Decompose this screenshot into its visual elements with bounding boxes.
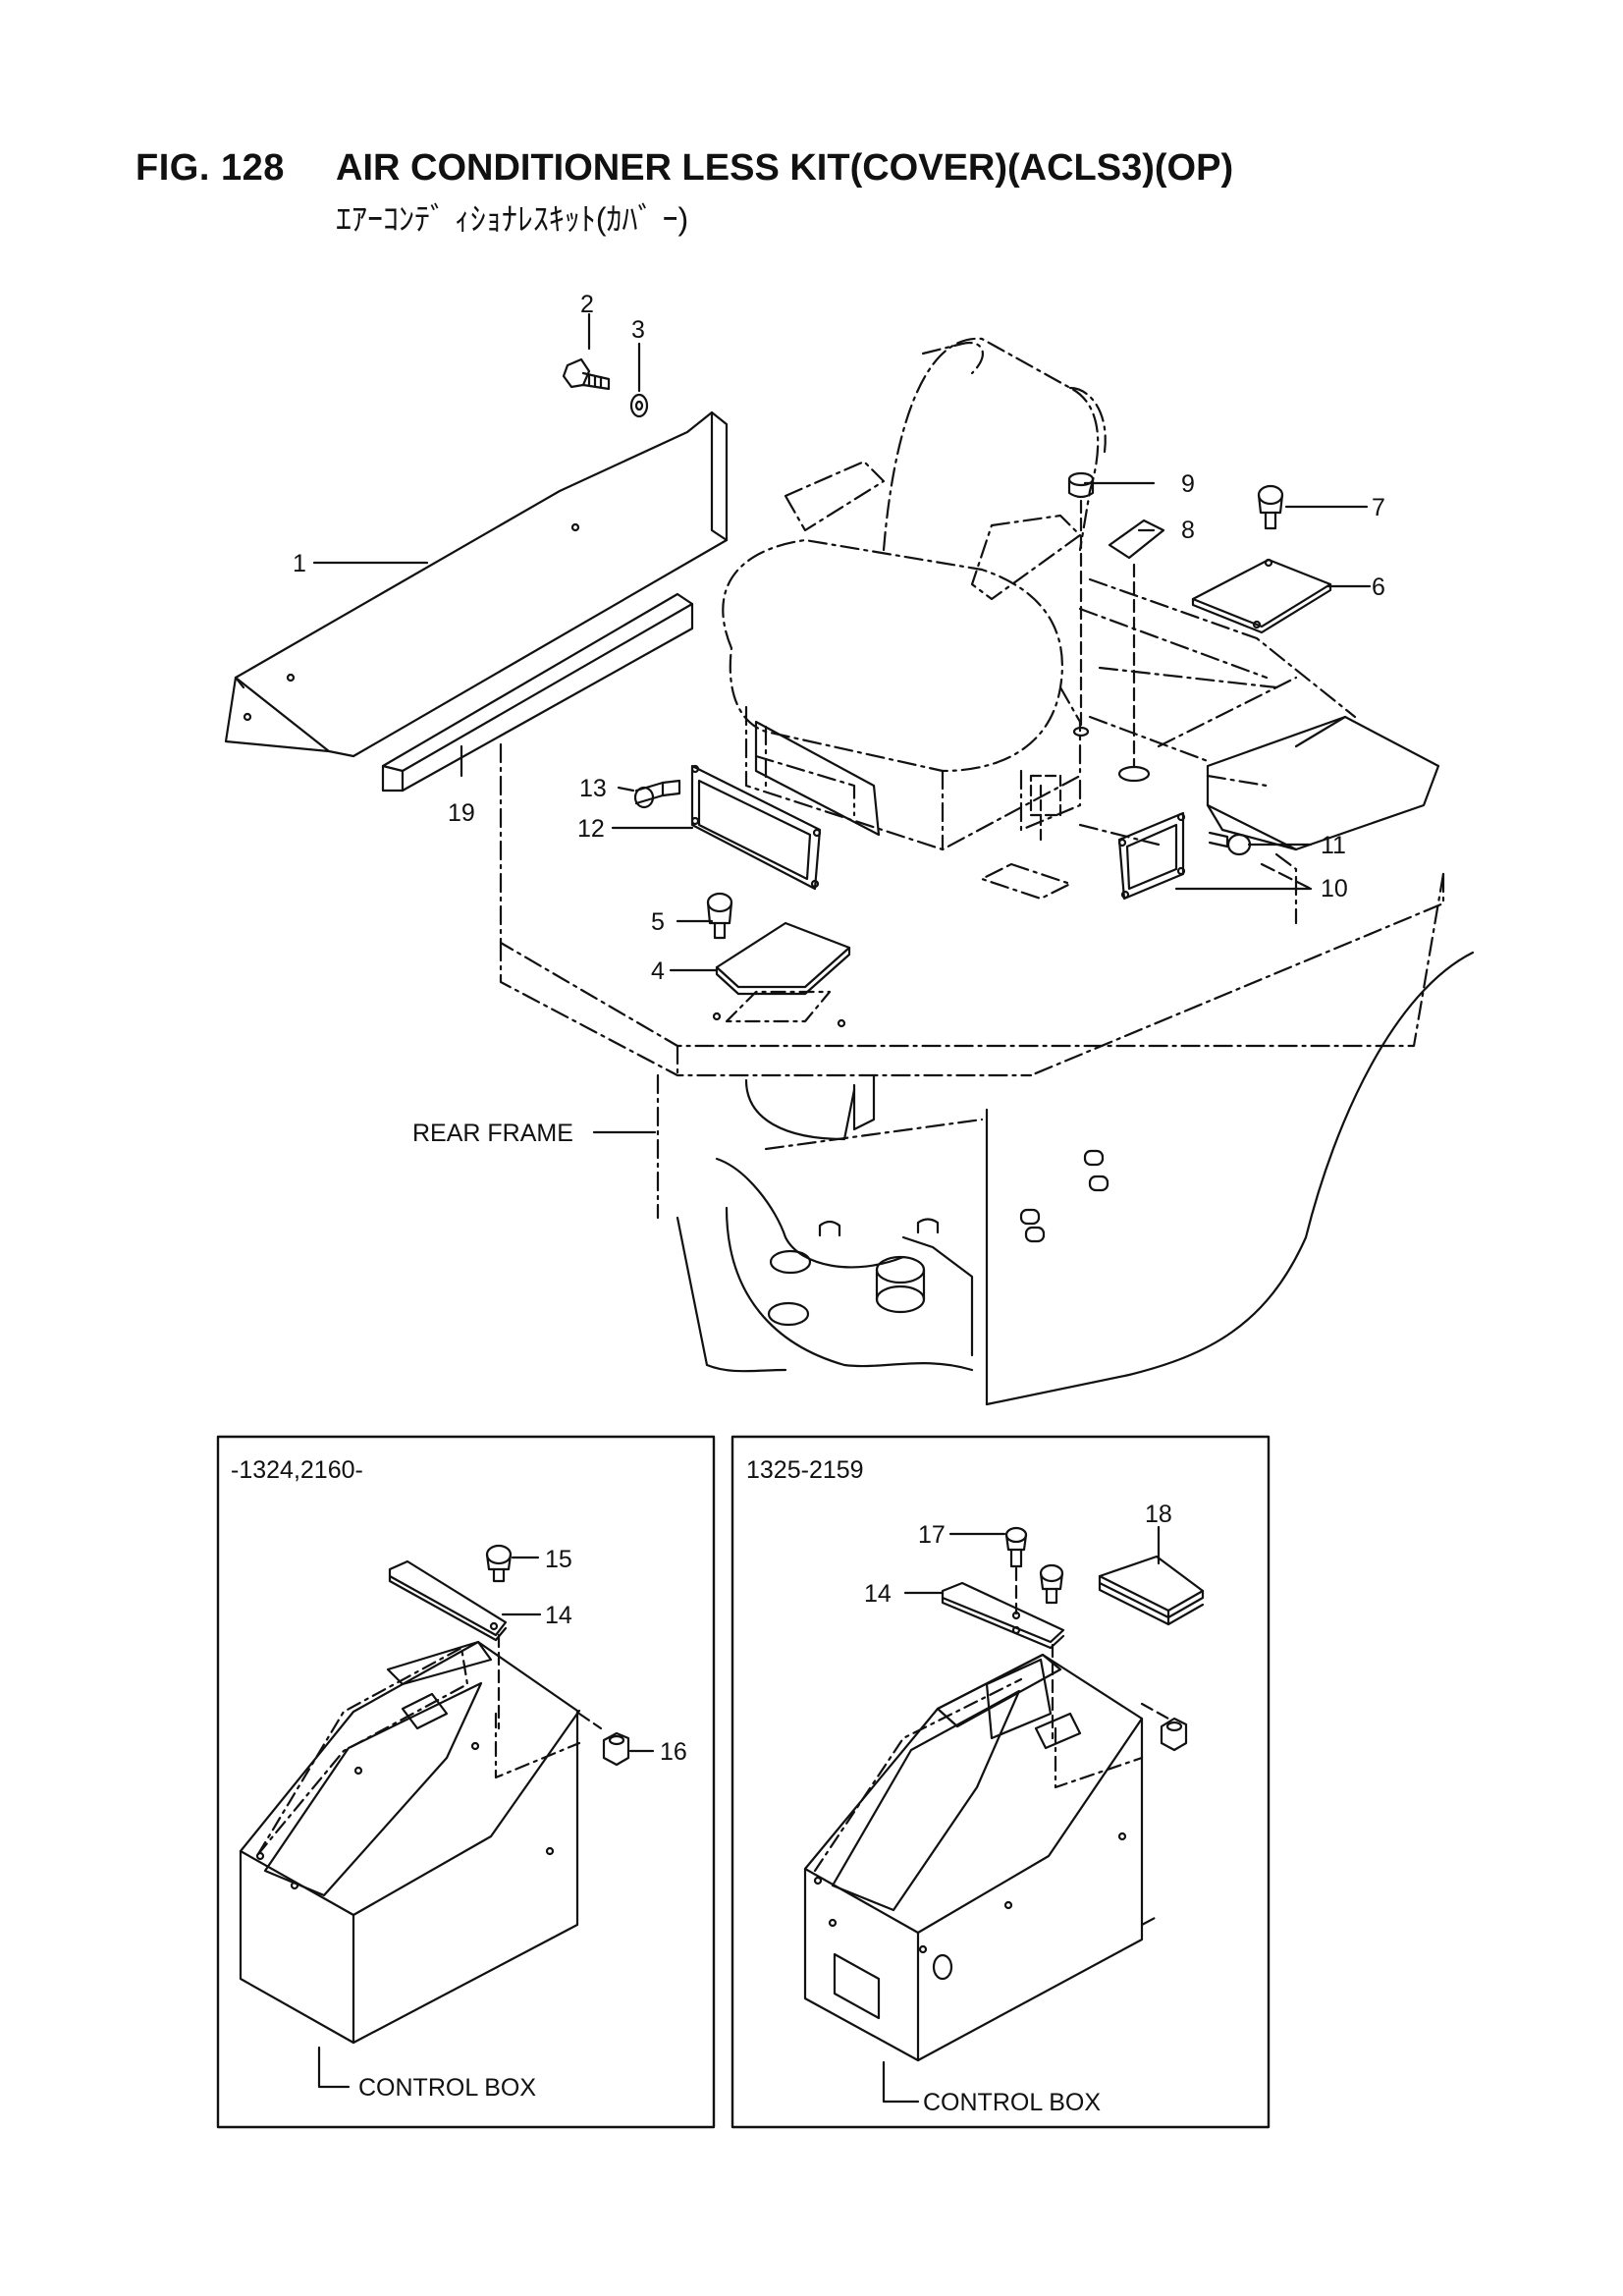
left-part-16-nut-icon (577, 1712, 630, 1767)
callout-13: 13 (579, 775, 607, 802)
callout-12: 12 (577, 815, 605, 843)
left-serial-range: -1324,2160- (231, 1456, 363, 1484)
callout-leaders (312, 312, 1372, 1134)
main-callout-labels: 2 3 1 19 13 12 5 4 9 8 7 6 11 10 REAR FR… (293, 291, 1385, 1147)
callout-10: 10 (1321, 875, 1348, 902)
inset-right-frame (730, 1435, 1271, 2129)
left-callout-15: 15 (545, 1546, 572, 1573)
part-8-pad (1108, 519, 1165, 783)
left-part-14-plate (388, 1559, 508, 1730)
callout-19: 19 (448, 799, 475, 827)
part-6-cover-plate (1191, 558, 1332, 634)
part-1-side-cover (224, 410, 729, 758)
floor-outline (980, 577, 1357, 925)
callout-5: 5 (651, 908, 665, 936)
right-serial-range: 1325-2159 (746, 1456, 864, 1484)
left-control-box-label: CONTROL BOX (358, 2074, 536, 2102)
part-4-cover-plate (712, 921, 851, 1028)
right-bolt-icon (1039, 1563, 1064, 1605)
callout-1: 1 (293, 550, 306, 577)
part-13-bolt-icon (633, 779, 681, 809)
left-control-box (239, 1640, 581, 2089)
callout-4: 4 (651, 957, 665, 985)
figure-number: FIG. 128 (135, 147, 285, 189)
right-callout-17: 17 (918, 1521, 946, 1549)
figure-subtitle-japanese: ｴｱｰｺﾝﾃﾞ ｨｼｮﾅﾚｽｷｯﾄ(ｶﾊﾞ ｰ) (336, 201, 689, 237)
part-19-seal-strip (381, 592, 694, 793)
callout-9: 9 (1181, 470, 1195, 498)
inset-left-frame (216, 1435, 716, 2129)
part-12-cover-plate (690, 720, 881, 891)
figure-title: AIR CONDITIONER LESS KIT(COVER)(ACLS3)(O… (336, 147, 1234, 189)
rear-frame-label: REAR FRAME (412, 1120, 573, 1147)
right-leaders (903, 1525, 1161, 1595)
left-callout-14: 14 (545, 1602, 572, 1629)
part-2-bolt-icon (562, 357, 611, 391)
right-control-box-label: CONTROL BOX (923, 2089, 1101, 2116)
callout-11: 11 (1321, 832, 1346, 859)
right-part-14-plate (941, 1581, 1065, 1740)
inset-labels: -1324,2160- 15 14 16 CONTROL BOX 1325-21… (231, 1456, 1172, 2116)
operator-seat (722, 337, 1107, 851)
part-7-bolt-icon (1257, 484, 1284, 530)
callout-2: 2 (580, 291, 594, 318)
callout-6: 6 (1372, 574, 1385, 601)
right-callout-14: 14 (864, 1580, 892, 1608)
right-part-18-pads (1098, 1555, 1205, 1626)
step-box (1206, 715, 1440, 851)
left-callout-16: 16 (660, 1738, 687, 1766)
left-leaders (501, 1556, 655, 1753)
right-part-17-bolt-icon (1004, 1526, 1028, 1615)
part-3-washer-icon (629, 393, 649, 418)
part-5-bolt-icon (706, 892, 733, 940)
part-9-plug-icon (1067, 471, 1095, 738)
part-10-cover-plate (1029, 774, 1186, 901)
rear-frame-outline (499, 742, 1445, 1220)
callout-7: 7 (1372, 494, 1385, 521)
rear-frame-body (676, 951, 1475, 1406)
callout-3: 3 (631, 316, 645, 344)
right-nut-icon (1140, 1702, 1188, 1752)
right-callout-18: 18 (1145, 1501, 1172, 1528)
left-part-15-bolt-icon (485, 1544, 513, 1583)
right-control-box (803, 1653, 1159, 2104)
callout-8: 8 (1181, 517, 1195, 544)
